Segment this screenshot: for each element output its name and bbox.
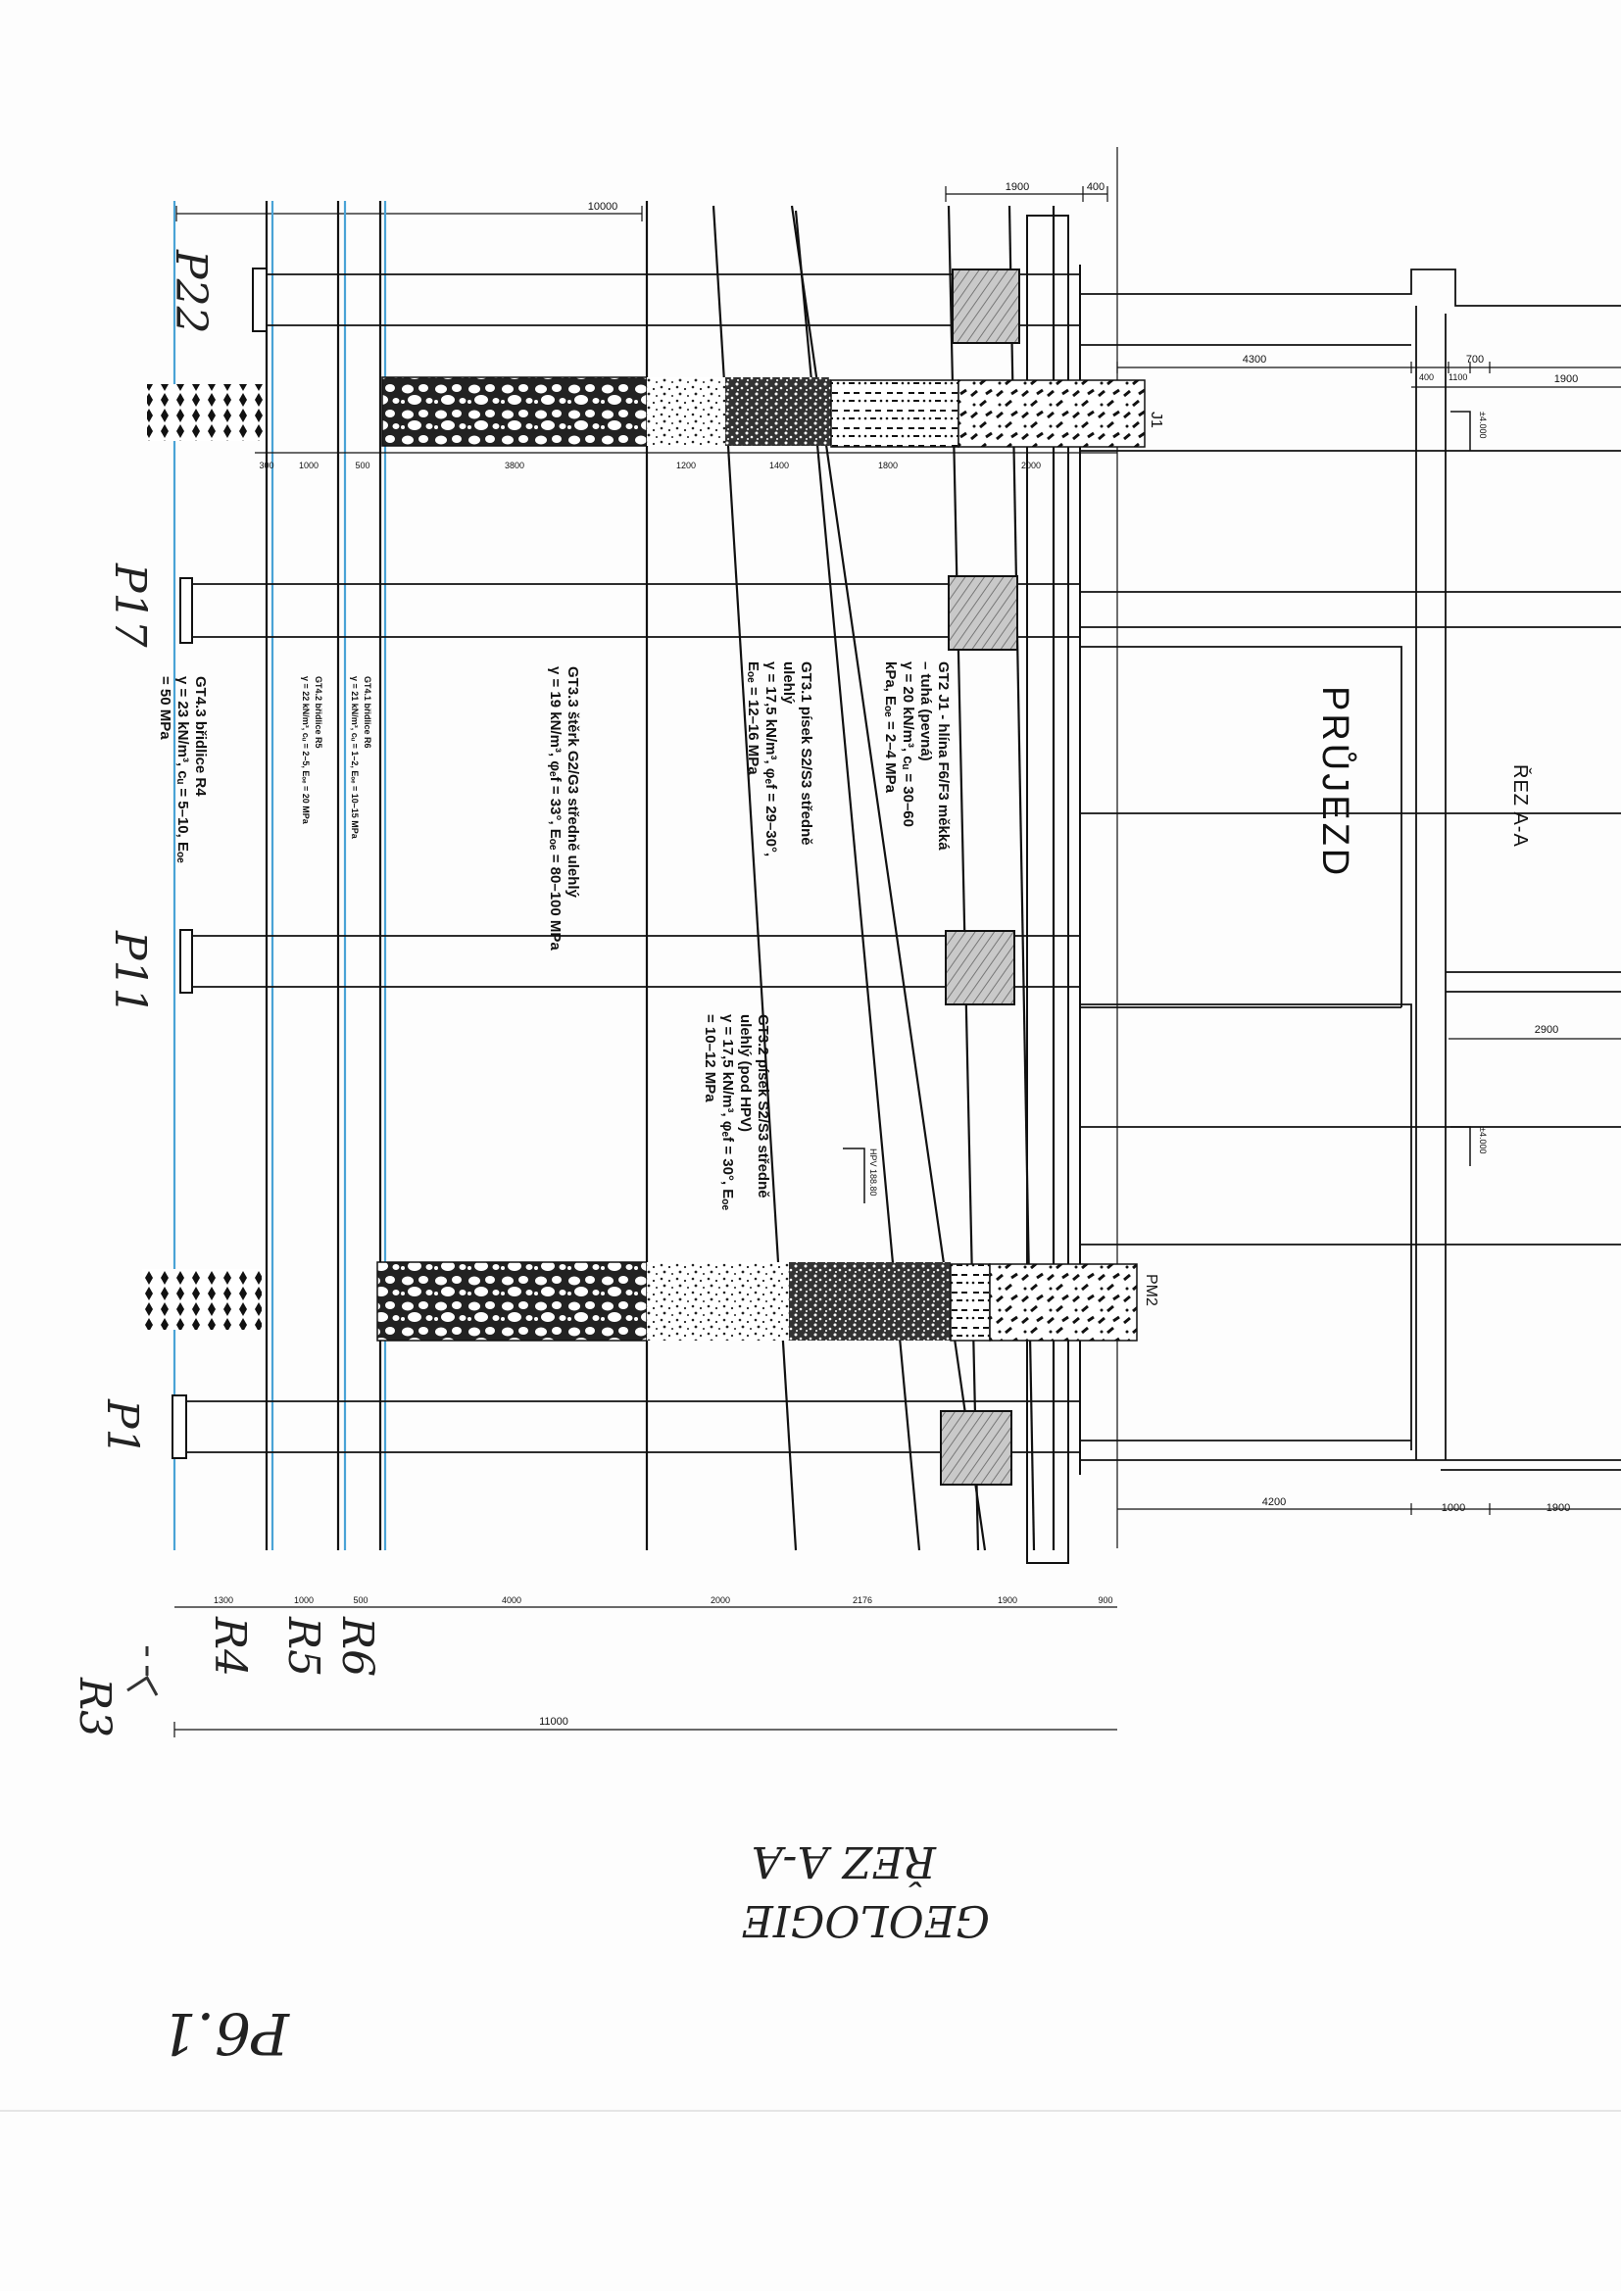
right-dimensions	[1116, 362, 1621, 1515]
pile-label-p22: P22	[166, 249, 216, 334]
section-label: ŘEZ A-A	[1509, 764, 1532, 848]
svg-text:= 10–12 MPa: = 10–12 MPa	[702, 1014, 718, 1102]
dim-u-3800: 3800	[505, 461, 524, 470]
note-gt31: GT3.1 písek S2/S3 středně ulehlý γ = 17,…	[745, 661, 814, 856]
sheet-number: P6.1	[161, 2000, 290, 2067]
hpv-marker	[843, 1148, 865, 1203]
probe-j1: J1	[1148, 412, 1164, 428]
dim-700: 700	[1466, 354, 1484, 366]
dim-b-2000: 2000	[711, 1595, 730, 1605]
dim-b-1000: 1000	[294, 1595, 314, 1605]
probe-pm2: PM2	[1143, 1274, 1159, 1306]
footer-title: GEOLOGIE	[742, 1895, 990, 1945]
svg-text:GT3.3 štěrk G2/G3 středně uleh: GT3.3 štěrk G2/G3 středně ulehlý	[565, 666, 581, 899]
svg-text:kPa, Eₒₑ = 2–4 MPa: kPa, Eₒₑ = 2–4 MPa	[882, 661, 899, 794]
layer-mark-r6: R6	[332, 1616, 382, 1677]
dim-b-1900: 1900	[998, 1595, 1017, 1605]
level-mark-top: ±4.000	[1478, 412, 1488, 438]
bottom-dim-strip	[173, 1606, 1117, 1737]
note-gt41: GT4.1 břidlice R6 γ = 21 kN/m³, cᵤ = 1–2…	[350, 676, 372, 840]
dim-b-4000: 4000	[502, 1595, 521, 1605]
dim-1900-right-bottom: 1900	[1547, 1502, 1570, 1514]
svg-text:γ = 21 kN/m³, cᵤ = 1–2, Eₒₑ =: γ = 21 kN/m³, cᵤ = 1–2, Eₒₑ = 10–15 MPa	[350, 676, 360, 840]
pile-label-p17: P17	[105, 562, 155, 648]
svg-text:γ = 23 kN/m³, cᵤ = 5–10, Eₒₑ: γ = 23 kN/m³, cᵤ = 5–10, Eₒₑ	[174, 676, 191, 863]
dim-4200: 4200	[1262, 1496, 1286, 1508]
dim-1900-right: 1900	[1554, 373, 1578, 385]
svg-text:= 50 MPa: = 50 MPa	[157, 676, 173, 740]
dim-1100: 1100	[1449, 372, 1467, 382]
svg-text:GT4.1 břidlice R6: GT4.1 břidlice R6	[363, 676, 372, 749]
dim-b-500: 500	[353, 1595, 368, 1605]
dim-400: 400	[1419, 372, 1434, 382]
building-outline	[1080, 269, 1621, 1471]
svg-text:γ = 22 kN/m³, cᵤ = 2–5, Eₒₑ =: γ = 22 kN/m³, cᵤ = 2–5, Eₒₑ = 20 MPa	[301, 676, 311, 825]
pile-label-p11: P11	[105, 930, 155, 1015]
dim-b-1300: 1300	[214, 1595, 233, 1605]
hpv-label: HPV 188.80	[868, 1148, 878, 1197]
note-gt42: GT4.2 břidlice R5 γ = 22 kN/m³, cᵤ = 2–5…	[301, 676, 323, 825]
soil-profile-j1	[147, 376, 1146, 448]
layer-mark-r3: R3	[70, 1677, 120, 1737]
dim-4300: 4300	[1243, 354, 1266, 366]
svg-text:– tuhá (pevná): – tuhá (pevná)	[917, 661, 934, 761]
svg-text:GT4.2 břidlice R5: GT4.2 břidlice R5	[314, 676, 323, 749]
pile-heads	[172, 268, 268, 1459]
note-gt32: GT3.2 písek S2/S3 středně ulehlý (pod HP…	[702, 1014, 771, 1210]
svg-text:GT4.3 břidlice R4: GT4.3 břidlice R4	[192, 676, 209, 797]
dim-top-1900: 1900	[1006, 181, 1029, 193]
column-frame	[1026, 215, 1069, 1564]
hand-arrow	[126, 1646, 159, 1696]
dim-u-1000: 1000	[299, 461, 319, 470]
svg-text:ulehlý (pod HPV): ulehlý (pod HPV)	[737, 1014, 754, 1132]
dim-u-1200: 1200	[676, 461, 696, 470]
dim-top-400: 400	[1087, 181, 1105, 193]
svg-text:ulehlý: ulehlý	[780, 661, 797, 705]
dim-u-300: 300	[259, 461, 273, 470]
layer-mark-r4: R4	[205, 1616, 255, 1677]
dim-u-1800: 1800	[878, 461, 898, 470]
dim-1000-right: 1000	[1442, 1502, 1465, 1514]
footer-subtitle: ŘEZ A-A	[752, 1836, 937, 1888]
pile-label-p1: P1	[97, 1398, 147, 1456]
svg-text:γ = 17,5 kN/m³, φₑf = 29–30°,: γ = 17,5 kN/m³, φₑf = 29–30°,	[762, 661, 779, 856]
dim-b-2176: 2176	[853, 1595, 872, 1605]
svg-text:γ = 19 kN/m³, φₑf = 33°, Eₒₑ =: γ = 19 kN/m³, φₑf = 33°, Eₒₑ = 80–100 MP…	[547, 666, 564, 951]
layer-mark-r5: R5	[278, 1616, 328, 1677]
svg-text:GT3.2 písek S2/S3 středně: GT3.2 písek S2/S3 středně	[755, 1014, 771, 1198]
dim-u-1400: 1400	[769, 461, 789, 470]
level-marks	[1450, 411, 1471, 1166]
dim-u-500: 500	[355, 461, 369, 470]
cap-blocks	[940, 269, 1020, 1486]
dim-b-900: 900	[1098, 1595, 1112, 1605]
dim-total-11000: 11000	[539, 1716, 568, 1728]
svg-text:γ = 20 kN/m³, cᵤ = 30–60: γ = 20 kN/m³, cᵤ = 30–60	[900, 661, 916, 827]
svg-text:γ = 17,5 kN/m³, φₑf = 30°, Eₒₑ: γ = 17,5 kN/m³, φₑf = 30°, Eₒₑ	[719, 1014, 736, 1210]
passage-label: PRŮJEZD	[1314, 686, 1358, 878]
svg-text:GT2 J1 - hlína F6/F3 měkká: GT2 J1 - hlína F6/F3 měkká	[935, 661, 952, 851]
level-mark-bottom: ±4.000	[1478, 1127, 1488, 1153]
dim-2900: 2900	[1535, 1024, 1558, 1036]
pile-beams	[176, 273, 1080, 1453]
note-gt43: GT4.3 břidlice R4 γ = 23 kN/m³, cᵤ = 5–1…	[157, 676, 209, 863]
dim-top-10000: 10000	[588, 201, 618, 213]
svg-text:Eₒₑ = 12–16 MPa: Eₒₑ = 12–16 MPa	[745, 661, 761, 775]
dim-u-2000: 2000	[1021, 461, 1041, 470]
svg-text:GT3.1 písek S2/S3 středně: GT3.1 písek S2/S3 středně	[798, 661, 814, 846]
note-gt2: GT2 J1 - hlína F6/F3 měkká – tuhá (pevná…	[882, 661, 952, 851]
note-gt33: GT3.3 štěrk G2/G3 středně ulehlý γ = 19 …	[547, 666, 581, 951]
soil-profile-pm2	[142, 1261, 1138, 1342]
